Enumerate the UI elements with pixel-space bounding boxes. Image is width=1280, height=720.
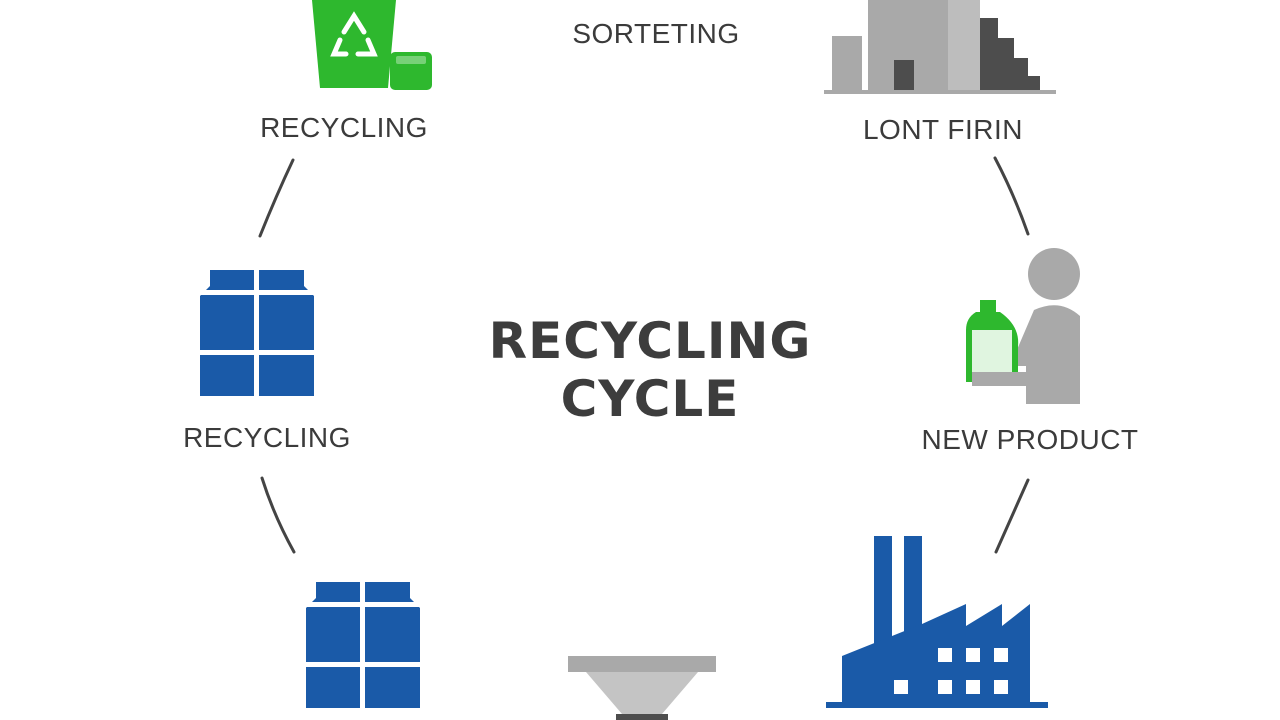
stage-label-top-left: RECYCLING [260,112,428,143]
stage-label-right: NEW PRODUCT [921,424,1139,455]
connector-arc-top-right [993,156,1030,236]
buildings-icon [824,0,1056,94]
center-title-line1: RECYCLING [488,312,812,370]
stage-label-sorting: SORTETING [572,18,740,49]
bales-icon [200,270,314,396]
factory-icon [826,536,1048,708]
center-title: RECYCLING CYCLE [489,312,812,428]
center-title-line2: CYCLE [560,370,740,428]
bales-icon-bottom [306,582,420,708]
person-with-bottle-icon [966,248,1080,404]
connector-arc-bottom-left [260,476,296,554]
connector-arc-top-left [258,158,295,238]
funnel-icon [568,656,716,720]
recycling-bin-icon [312,0,432,90]
stage-label-left: RECYCLING [183,422,351,453]
connector-arc-bottom-right [994,478,1030,554]
stage-label-top-right: LONT FIRIN [862,114,1024,145]
